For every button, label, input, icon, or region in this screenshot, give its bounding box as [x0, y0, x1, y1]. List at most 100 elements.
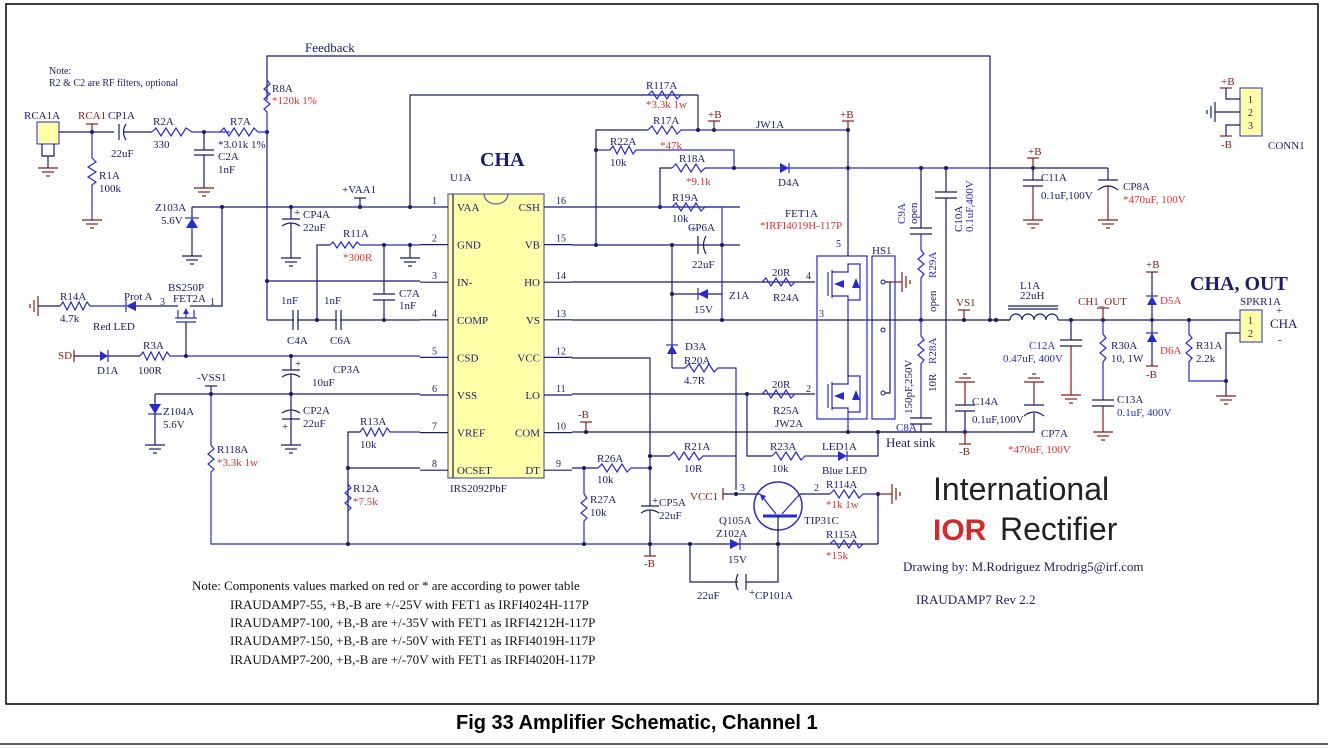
cp5a-plus: +	[652, 495, 658, 507]
ic-pin-name: COMP	[457, 315, 488, 327]
cp2a-plus: +	[282, 421, 288, 433]
sd-netlabel: SD	[58, 350, 72, 362]
cp7a-curved-plate	[1023, 411, 1045, 417]
c12a-value: 0.47uF, 400V	[1003, 353, 1063, 365]
q105a-part: TIP31C	[804, 515, 839, 527]
r3a-resistor	[139, 350, 420, 362]
d5a-pos-rail: +B	[1146, 259, 1160, 271]
z104a-ref: Z104A	[163, 406, 194, 418]
z104a-zener-icon	[149, 404, 161, 414]
d1a-diode-icon	[100, 351, 108, 361]
wire	[847, 432, 879, 457]
r118a-value: *3.3k 1w	[217, 457, 258, 469]
d5a-diode-icon	[1147, 296, 1157, 305]
d6a-ref: D6A	[1160, 345, 1181, 357]
wire	[190, 207, 223, 307]
ground-icon	[400, 257, 420, 267]
cp2a-ref: CP2A	[303, 405, 330, 417]
d1a-ref: D1A	[97, 365, 118, 377]
pos-rail-label: +B	[708, 109, 722, 121]
fet2a-pin3: 3	[160, 297, 165, 308]
r118a-resistor	[207, 394, 695, 545]
l1a-ref: L1A	[1020, 280, 1040, 292]
ic-part: IRS2092PbF	[450, 483, 507, 495]
q105a-pin3: 3	[740, 483, 745, 494]
r31a-ref: R31A	[1196, 340, 1222, 352]
wire	[1225, 332, 1240, 396]
prot-led-icon	[126, 301, 136, 311]
c6a-value: 1nF	[324, 295, 341, 307]
power-note: Note: Components values marked on red or…	[192, 578, 580, 593]
conn1-pin2: 2	[1248, 108, 1253, 119]
spkr-pin2: 2	[1248, 329, 1253, 340]
cp1a-curved-plate	[122, 123, 127, 141]
c8a-value: 150pF,250V	[903, 360, 915, 414]
ground-icon	[1024, 373, 1044, 383]
vss1-netlabel: -VSS1	[197, 372, 226, 384]
speaker-connector	[1239, 309, 1263, 343]
cp4a-ref: CP4A	[303, 209, 330, 221]
ic-pin-number: 7	[432, 422, 437, 433]
r31a-value: 2.2k	[1196, 353, 1216, 365]
junction-dot	[648, 542, 652, 546]
wire	[659, 167, 672, 207]
fet2a-part: BS250P	[168, 282, 204, 294]
cp8a-value: *470uF, 100V	[1123, 194, 1186, 206]
l1a-value: 22uH	[1020, 290, 1045, 302]
z1a-ref: Z1A	[729, 290, 749, 302]
r1a-value: 100k	[99, 183, 122, 195]
ic-pin-name: HO	[524, 277, 540, 289]
r28a-ref: R28A	[927, 338, 939, 364]
r1a-ref: R1A	[99, 170, 120, 182]
ground-icon	[891, 484, 901, 504]
ic-pin-name: VB	[525, 240, 540, 252]
r117a-resistor	[647, 89, 682, 101]
jw2a-label: JW2A	[775, 418, 803, 430]
z1a-zener-icon	[698, 289, 708, 299]
r26a-value: 10k	[597, 474, 614, 486]
power-table-row: IRAUDAMP7-200, +B,-B are +/-70V with FET…	[230, 652, 595, 667]
cp6a-curved-plate	[702, 235, 707, 255]
drawing-credit: Drawing by: M.Rodriguez Mrodrig5@irf.com	[903, 559, 1144, 574]
spkr-channel: CHA	[1270, 316, 1298, 331]
spkr-pin1: 1	[1248, 316, 1253, 327]
r118a-ref: R118A	[217, 444, 248, 456]
ic-pin-number: 3	[432, 271, 437, 282]
ground-icon	[281, 444, 301, 454]
junction-dot	[315, 318, 319, 322]
ic-ref: U1A	[450, 172, 471, 184]
cp5a-value: 22uF	[659, 510, 682, 522]
c9a-ref: C9A	[896, 203, 908, 224]
junction-dot	[696, 128, 700, 132]
ground-icon	[1023, 219, 1043, 229]
d6a-neg-rail: -B	[1146, 369, 1157, 381]
cp101a-curved-plate	[735, 573, 739, 591]
ic-pin-number: 4	[432, 309, 437, 320]
r22a-resistor	[596, 144, 735, 168]
r114a-resistor	[829, 488, 878, 500]
spkr-plus: +	[1276, 305, 1282, 317]
emitter-arrow	[760, 494, 766, 501]
red-led-label: Red LED	[93, 321, 135, 333]
junction-dot	[584, 430, 588, 434]
vcc1-netlabel: VCC1	[690, 491, 718, 503]
cp101a-plus: +	[749, 587, 755, 599]
junction-dot	[594, 148, 598, 152]
ic-pin-number: 6	[432, 384, 437, 395]
cp4a-value: 22uF	[303, 222, 326, 234]
conn1-pin3: 3	[1248, 121, 1253, 132]
led1a-blue-led-icon	[838, 451, 847, 461]
ground-icon	[1093, 431, 1113, 441]
ground-icon	[1216, 395, 1236, 405]
ic-pin-name: LO	[525, 390, 540, 402]
wire	[1225, 88, 1240, 100]
power-table-row: IRAUDAMP7-55, +B,-B are +/-25V with FET1…	[230, 597, 589, 612]
high-side-mosfet-icon	[827, 263, 861, 320]
r29a-resistor	[917, 234, 925, 320]
cp101a-value: 22uF	[697, 590, 720, 602]
ic-pin-number: 5	[432, 346, 437, 357]
ic-pin-number: 10	[556, 422, 566, 433]
logo-line1: International	[933, 471, 1109, 507]
fet1a-pin3: 3	[819, 309, 824, 320]
l1a-inductor	[1009, 313, 1059, 321]
